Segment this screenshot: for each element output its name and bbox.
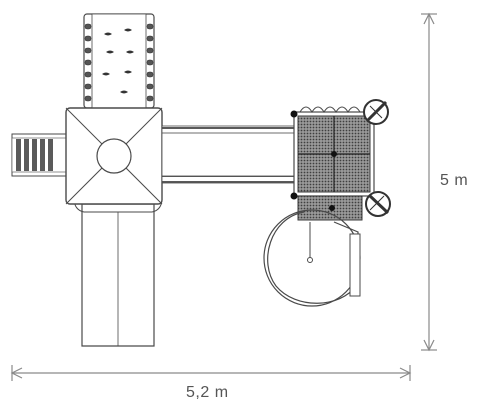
width-label: 5,2 m (186, 384, 229, 401)
slide (73, 197, 163, 347)
width-dimension-line (10, 365, 412, 381)
steering-wheel-top (363, 99, 389, 125)
height-dimension-line (421, 12, 437, 352)
climbing-wall-side-holds (84, 23, 154, 102)
ladder (11, 133, 69, 177)
spiral-slide (263, 209, 361, 307)
bridge (161, 125, 295, 184)
tower-roof (65, 107, 163, 205)
climbing-wall (83, 13, 155, 109)
platform-right (290, 106, 384, 221)
steering-wheel-bottom (365, 191, 391, 217)
climbing-holds (102, 28, 134, 94)
height-label: 5 m (440, 172, 469, 189)
